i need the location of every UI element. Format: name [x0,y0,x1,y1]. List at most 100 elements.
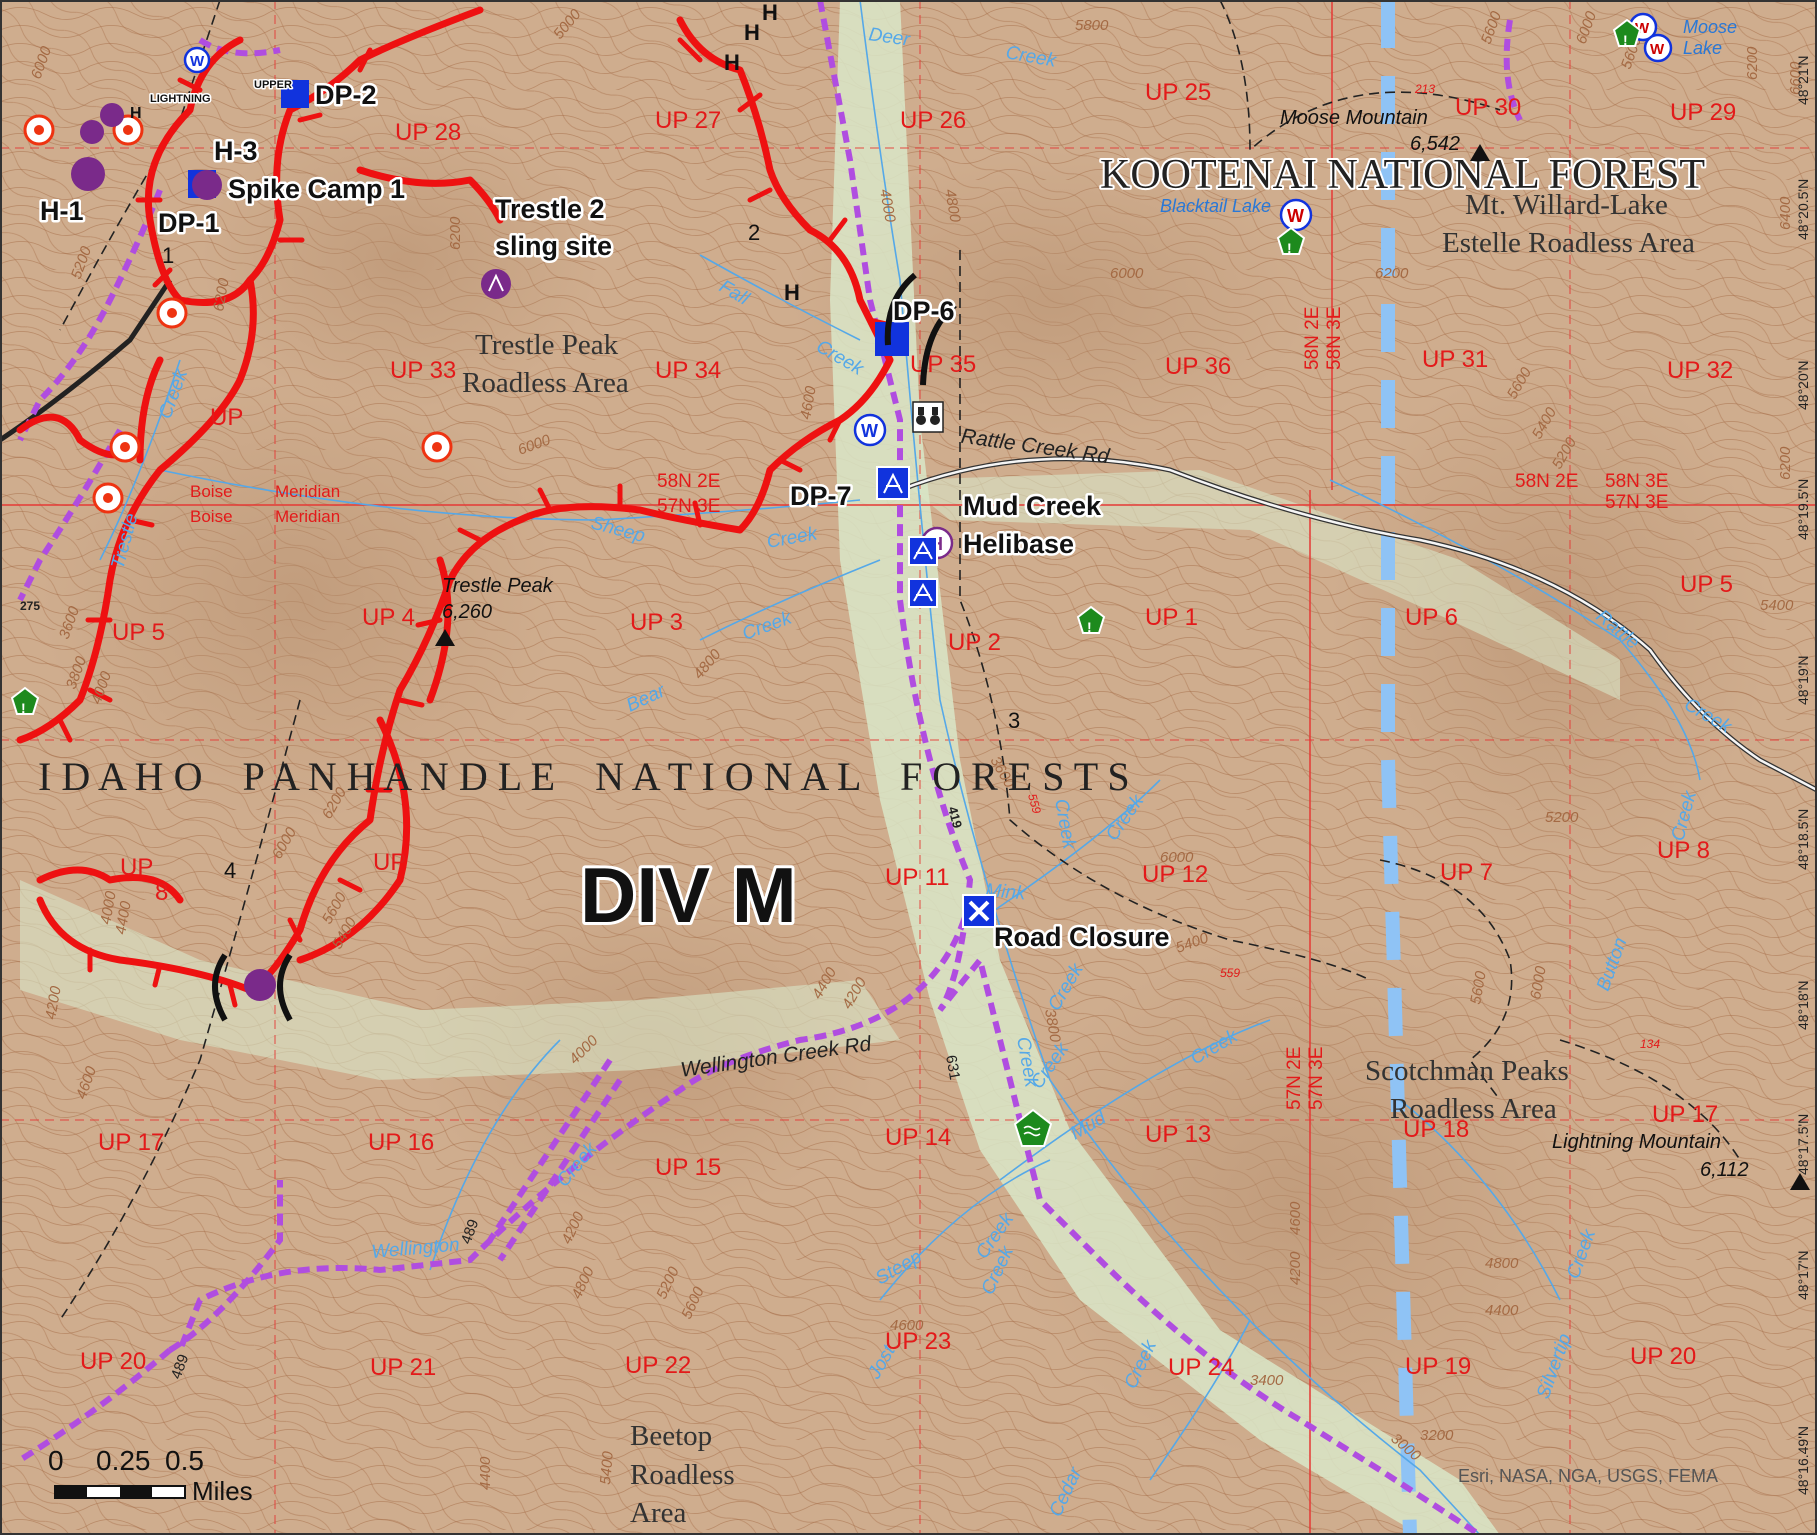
unit-up8-label: UP 8 [1657,837,1710,864]
latitude-labels: 48°21'N48°20.5'N48°20'N48°19.5'N48°19'N4… [1795,55,1811,1495]
division-number-3: 3 [1008,708,1020,733]
road-closure-label: Road Closure [994,922,1170,952]
travel-routes[interactable] [17,0,1523,1535]
water-source-icon[interactable]: W [183,46,211,74]
contour-label: 5200 [1545,809,1579,826]
division-break-icon[interactable] [244,969,276,1001]
drop-point-dp6-icon[interactable] [875,322,909,356]
unit-up-partial3-label: UP [120,854,153,881]
dp2-label: DP-2 [315,80,377,110]
hazard-icon: ! [1076,605,1106,635]
unit-up32-label: UP 32 [1667,357,1733,384]
icons[interactable]: W W W W W H [10,12,1673,1147]
road-closure-icon[interactable] [962,894,996,928]
contour-label: 3400 [1250,1372,1284,1389]
svg-text:W: W [861,421,878,441]
svg-text:!: ! [21,700,26,716]
unit-up26-label: UP 26 [900,107,966,134]
contour-label: 6200 [1777,446,1794,480]
water-source-icon[interactable]: W [1279,198,1313,232]
contour-label: 3800 [1041,1008,1064,1044]
unit-up-partial1-label: UP [210,404,243,431]
svg-text:!: ! [1087,619,1092,635]
campground-icon[interactable] [908,536,938,566]
unit-up24-label: UP 24 [1168,1354,1234,1381]
latitude-label: 48°17'N [1795,1250,1811,1300]
unit-up36-label: UP 36 [1165,353,1231,380]
bullseye-icon [421,431,453,463]
road-network [0,278,1817,793]
section-58n2e-right: 58N 2E [1515,471,1578,492]
contour-label: 4000 [97,889,120,925]
campground-icon[interactable] [908,578,938,608]
unit-up20-label: UP 20 [80,1348,146,1375]
scale-tick-05: 0.5 [165,1445,204,1476]
h1-label: H-1 [40,196,84,226]
moose-mountain-peak-icon [1470,144,1490,161]
unit-up18-label: UP 18 [1403,1116,1469,1143]
unit-up33-label: UP 33 [390,357,456,384]
hazard-icon: ! [1276,226,1306,256]
bullseye-icon [23,114,55,146]
bullseye-icon [112,114,144,146]
binoculars-icon[interactable] [912,401,944,433]
section-58n3e-right: 58N 3E [1605,471,1668,492]
section-labels: 58N 2E 58N 3E 57N 3E 58N 2E 57N 3E 58N 2… [190,307,1668,1110]
contour-label: 4400 [112,899,135,935]
unit-up5b-label: UP 5 [1680,571,1733,598]
h3-helispot-icon[interactable] [192,170,222,200]
scotchman-roadless-line1: Scotchman Peaks [1365,1055,1569,1087]
moose-lake-line1: Moose [1683,17,1737,37]
kootenai-forest-label: KOOTENAI NATIONAL FOREST [1100,152,1705,198]
unit-up12-label: UP 12 [1142,861,1208,888]
road-559-label: 559 [1025,792,1044,815]
state-boundary [1381,0,1417,1535]
upper-lightning-line2: LIGHTNING [150,93,211,105]
boise-label-2: Boise [190,507,233,526]
idaho-panhandle-forests-label: I D A H O P A N H A N D L E N A T I O N … [38,754,1130,799]
latitude-label: 48°17.5'N [1795,1114,1811,1175]
helicopter-mark-1: H [784,280,800,305]
hazard-icon: ! [1612,18,1642,48]
peaks: Moose Mountain 6,542 Trestle Peak 6,260 … [435,107,1810,1190]
helispot-triangle-icon [80,103,124,144]
unit-up2-label: UP 2 [948,629,1001,656]
helicopter-mark-5: H [762,0,778,25]
scale-bar: 0 0.25 0.5 Miles [48,1445,253,1506]
lightning-mountain-peak-icon [1790,1173,1810,1190]
water-source-icon[interactable]: W [1643,33,1673,63]
attribution: Esri, NASA, NGA, USGS, FEMA [1458,1466,1718,1486]
unit-up-partial2-label: UP [373,849,406,876]
section-58n2e-left: 58N 2E [657,471,720,492]
trestle-sling-line2: sling site [495,231,612,261]
road-213-label: 213 [1414,82,1435,96]
unit-up11-label: UP 11 [885,864,950,891]
contour-label: 5400 [597,1450,617,1485]
contour-label: 6000 [1110,265,1144,282]
upper-lightning-line1: UPPER [254,79,292,91]
h1-helispot-icon[interactable] [71,157,105,191]
unit-up17-label: UP 17 [98,1129,164,1156]
contour-label: 4200 [42,984,65,1020]
water-feature-icon [1013,1108,1053,1147]
contour-label: 5400 [1760,597,1794,614]
lightning-mountain-elev: 6,112 [1700,1159,1749,1181]
scale-unit: Miles [192,1476,253,1506]
trestle-roadless-line2: Roadless Area [462,367,629,399]
campground-icon[interactable] [876,466,910,500]
unit-up35-label: UP 35 [910,351,976,378]
unit-up28-label: UP 28 [395,119,461,146]
helicopter-mark-3: H [130,105,142,122]
drop-point-dp2-icon[interactable] [281,80,309,108]
spike-camp-label: Spike Camp 1 [228,174,405,204]
creek-network [99,0,1701,1535]
willard-roadless-line2: Estelle Roadless Area [1442,227,1695,259]
trestle-sling-site-icon[interactable] [481,269,511,299]
hazard-icon: ! [10,686,40,716]
section-57n3e-left: 57N 3E [657,496,720,517]
unit-up3-label: UP 3 [630,609,683,636]
water-source-icon[interactable]: W [853,413,887,447]
contour-label: 4600 [890,1317,924,1334]
